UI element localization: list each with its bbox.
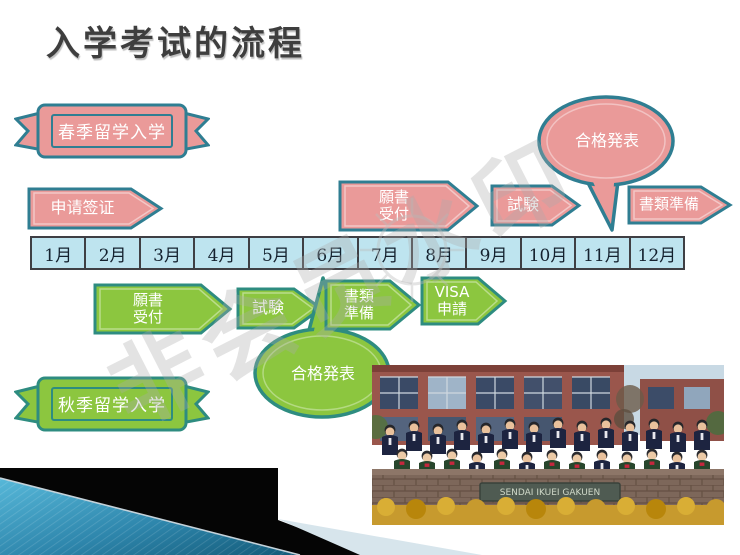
month-cell: 4月 [193,238,248,268]
corner-decoration [0,465,740,555]
arrow-shape [324,279,422,331]
blue-triangle-edge [0,477,301,555]
corner-decoration-shapes [0,468,482,555]
month-cell: 10月 [519,238,575,268]
arrow-shape [93,283,233,335]
autumn-banner: 秋季留学入学 [13,376,211,432]
month-cell: 1月 [32,238,85,268]
month-cell: 6月 [302,238,357,268]
bubble-shape [537,95,675,232]
month-cell: 2月 [84,238,139,268]
arrow-shape [490,184,582,227]
arrow-shape [236,287,324,330]
pale-blue-wedge [278,519,482,555]
arrow-shape [27,187,164,230]
ribbon-shape [13,376,211,432]
spring-shorui-arrow: 書類準備 [627,185,733,225]
photo-sign-text: SENDAI IKUEI GAKUEN [500,488,600,498]
autumn-gansho-arrow: 願書 受付 [93,283,233,335]
page-title: 入学考试的流程 [46,24,305,64]
arrow-shape [627,185,733,225]
arrow-shape [338,180,480,232]
spring-banner: 春季留学入学 [13,103,211,159]
month-cell: 9月 [465,238,520,268]
month-cell: 12月 [628,238,684,268]
photo-bushes [372,497,726,525]
autumn-shorui-arrow: 書類 準備 [324,279,422,331]
spring-gansho-arrow: 願書 受付 [338,180,480,232]
ribbon-shape [13,103,211,159]
school-photo: SENDAI IKUEI GAKUEN [364,365,730,525]
month-cell: 5月 [247,238,303,268]
month-cell: 3月 [138,238,194,268]
school-photo-illustration: SENDAI IKUEI GAKUEN [364,365,730,525]
arrow-shape [420,276,508,326]
month-cell: 11月 [574,238,629,268]
spring-visa-arrow: 申请签证 [27,187,164,230]
photo-sign-plate [479,482,621,502]
autumn-visa-arrow: VISA 申請 [420,276,508,326]
photo-wall: SENDAI IKUEI GAKUEN [372,469,724,509]
month-timeline: 1月 2月 3月 4月 5月 6月 7月 8月 9月 10月 11月 12月 [30,236,685,270]
month-cell: 7月 [356,238,411,268]
month-cell: 8月 [410,238,466,268]
